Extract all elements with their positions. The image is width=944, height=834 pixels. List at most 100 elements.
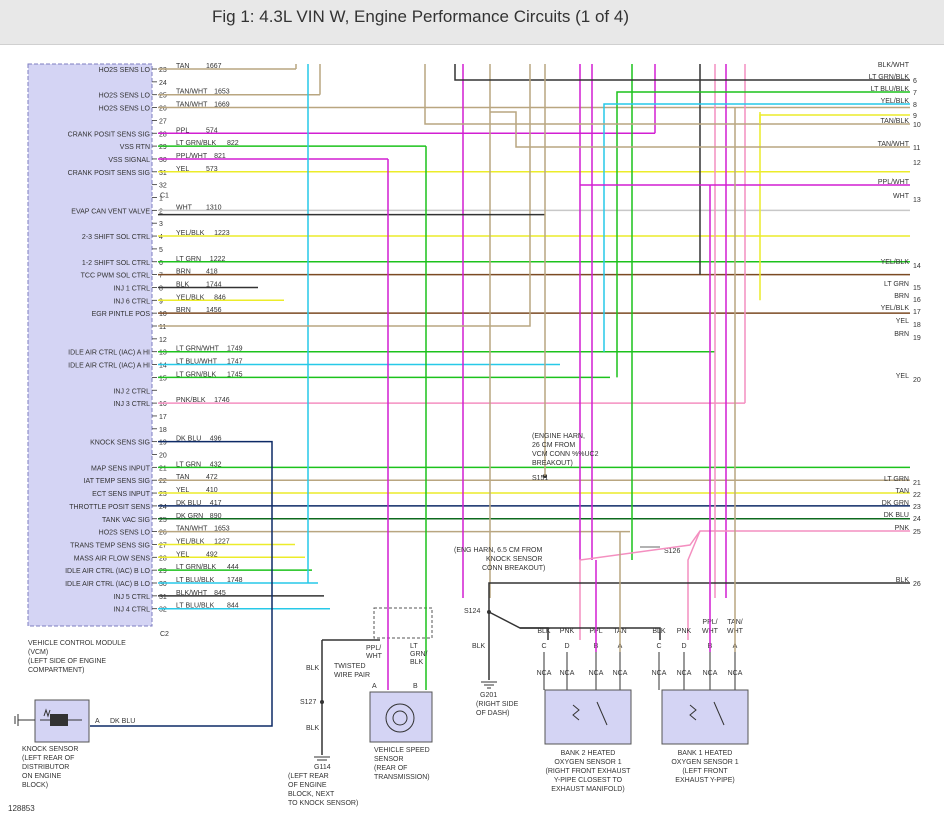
right-wire-label: BLK [896,577,910,584]
wire-color-label: DK GRN [176,513,203,520]
vcm-pin-number: 31 [159,594,167,601]
wire-color-label: PPL [176,127,189,134]
vcm-pin-number: 4 [159,234,163,241]
right-pin-number: 8 [913,102,917,109]
vss-body [369,691,433,743]
wire-color-label: TAN/WHT [176,102,208,109]
knock-sensor-pin: A [95,718,100,725]
vcm-pin-label: HO2S SENS LO [99,530,151,537]
vcm-pin-label: INJ 5 CTRL [113,594,150,601]
vcm-pin-label: 1-2 SHIFT SOL CTRL [82,260,150,267]
wire-color-label: LT GRN [176,461,201,468]
wire-run [158,64,531,327]
right-pin-number: 16 [913,297,921,304]
right-pin-number: 17 [913,309,921,316]
vcm-pin-label: TANK VAC SIG [102,517,150,524]
vcm-pin-number: 8 [159,285,163,292]
vss-wire-label: WHT [366,653,383,660]
s151-note: VCM CONN %%UC2 [532,451,599,458]
circuit-number: 496 [210,436,222,443]
right-wire-label: YEL/BLK [881,259,910,266]
vcm-pin-number: 25 [159,517,167,524]
right-wire-label: YEL/BLK [881,305,910,312]
wire-color-label: PNK/BLK [176,397,206,404]
vcm-pin-label: IAT TEMP SENS SIG [84,478,150,485]
wire-color-label: TAN/WHT [176,89,208,96]
o2-sensor-body [661,689,749,745]
o2-pin-label: D [681,643,686,650]
o2-caption: BANK 1 HEATED [678,750,733,757]
o2-caption: OXYGEN SENSOR 1 [554,759,621,766]
figure-id: 128853 [8,804,35,813]
circuit-number: 822 [227,140,239,147]
s151-note: BREAKOUT) [532,460,573,467]
circuit-number: 574 [206,127,218,134]
s151-label: S151 [532,475,548,482]
right-pin-number: 7 [913,90,917,97]
vcm-pin-number: 27 [159,542,167,549]
g114-note: OF ENGINE [288,782,327,789]
vss-wire-label: BLK [410,659,424,666]
vcm-pin-number: 13 [159,350,167,357]
wire-color-label: LT GRN/BLK [176,140,217,147]
knock-sensor-caption: (LEFT REAR OF [22,755,74,762]
wire-run [90,440,273,727]
vcm-pin-label: INJ 4 CTRL [113,607,150,614]
vcm-pin-label: THROTTLE POSIT SENS [69,504,150,511]
circuit-number: 1746 [214,397,230,404]
vcm-pin-number: 5 [159,247,163,254]
vss-rotor [392,710,408,726]
vcm-pin-label: MAP SENS INPUT [91,465,151,472]
right-wire-label: YEL [896,373,909,380]
right-wire-label: LT GRN [884,476,909,483]
vcm-pin-number: 11 [159,324,166,331]
wire-color-label: LT BLU/BLK [176,577,215,584]
circuit-number: 890 [210,513,222,520]
vcm-pin-label: INJ 6 CTRL [113,298,150,305]
vcm-pin-label: KNOCK SENS SIG [90,440,150,447]
knock-sensor-caption: KNOCK SENSOR [22,746,78,753]
right-pin-number: 6 [913,78,917,85]
vcm-pin-label: IDLE AIR CTRL (IAC) B LO [65,581,150,588]
o2-caption: EXHAUST MANIFOLD) [551,786,624,793]
vcm-pin-label: TCC PWM SOL CTRL [81,273,150,280]
blk-label: BLK [472,643,486,650]
vss-caption: SENSOR [374,756,404,763]
wire-color-label: YEL/BLK [176,230,205,237]
wire-color-label: YEL [176,487,189,494]
right-pin-number: 21 [913,480,921,487]
right-pin-number: 10 [913,122,921,129]
wire-color-label: WHT [176,204,193,211]
vcm-pin-number: 27 [159,118,167,125]
vcm-pin-number: 23 [159,67,167,74]
right-pin-number: 24 [913,516,921,523]
vcm-pin-number: 21 [159,465,167,472]
wire-color-label: TAN [176,474,189,481]
wire-color-label: BLK/WHT [176,590,208,597]
wire-run [616,91,910,378]
wire-color-label: BRN [176,307,191,314]
vcm-pin-label: INJ 3 CTRL [113,401,150,408]
o2-wire-label: PNK [677,628,692,635]
wire-color-label: YEL [176,551,189,558]
g201-label: G201 [480,692,497,699]
vcm-pin-label: INJ 1 CTRL [113,285,150,292]
vss-caption: TRANSMISSION) [374,774,430,781]
g114-note: BLOCK, NEXT [288,791,335,798]
vcm-pin-number: 3 [159,221,163,228]
right-wire-label: BRN [894,293,909,300]
right-wire-label: TAN/BLK [880,118,909,125]
o2-pin-label: C [541,643,546,650]
knock-sensor-caption: DISTRIBUTOR [22,764,69,771]
right-pin-number: 12 [913,160,921,167]
wire-run [520,627,661,640]
right-pin-number: 23 [913,504,921,511]
knock-sensor-caption: BLOCK) [22,782,48,789]
vss-rotor [385,703,415,733]
o2-caption: BANK 2 HEATED [561,750,616,757]
right-pin-number: 9 [913,113,917,120]
wire-color-label: YEL [176,166,189,173]
circuit-number: 1653 [214,526,230,533]
right-wire-label: LT GRN [884,281,909,288]
